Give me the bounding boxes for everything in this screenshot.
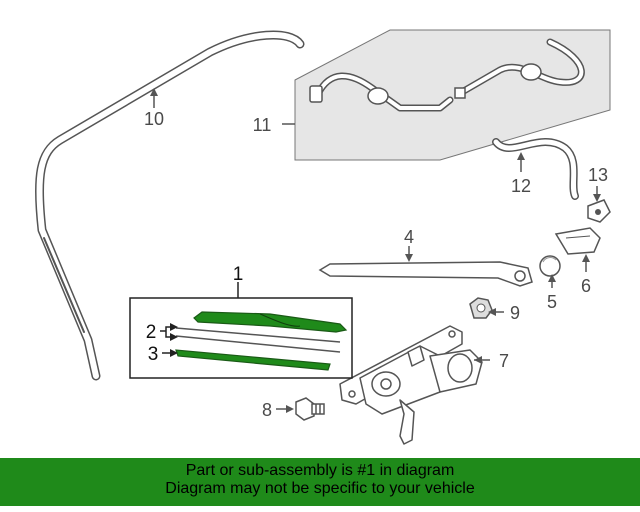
callout-label-9: 9 <box>510 303 520 323</box>
blade-assembly-box <box>129 297 353 379</box>
callout-label-11: 11 <box>253 115 272 135</box>
callout-label-2: 2 <box>146 322 157 343</box>
callout-label-13: 13 <box>588 165 608 185</box>
wiper-motor-7 <box>339 325 483 445</box>
callout-label-7: 7 <box>499 351 509 371</box>
blade-refill-3 <box>175 349 331 371</box>
banner-line-1: Part or sub-assembly is #1 in diagram <box>185 462 455 479</box>
washer-hose-10 <box>34 30 305 381</box>
callout-11: 11 <box>253 115 295 135</box>
callout-label-8: 8 <box>262 400 272 420</box>
hose-12 <box>492 138 579 200</box>
callout-label-10: 10 <box>144 109 164 129</box>
callout-label-5: 5 <box>547 292 557 312</box>
info-banner: Part or sub-assembly is #1 in diagram Di… <box>0 458 640 506</box>
callout-12: 12 <box>511 152 531 196</box>
callout-5: 5 <box>547 274 557 312</box>
parts-diagram: 10 11 12 13 <box>34 29 611 445</box>
callout-label-6: 6 <box>581 276 591 296</box>
callout-10: 10 <box>144 88 164 129</box>
callout-3: 3 <box>148 344 178 365</box>
wiper-arm-4 <box>318 261 533 287</box>
washer-nozzle-13 <box>587 199 611 223</box>
callout-13: 13 <box>588 165 608 202</box>
nut-9 <box>469 297 493 319</box>
hose-assembly-panel-11 <box>294 29 611 161</box>
callout-2: 2 <box>146 322 178 343</box>
callout-9: 9 <box>488 303 520 323</box>
callout-label-3: 3 <box>148 344 159 365</box>
wiper-blade-1 <box>193 311 348 333</box>
cap-5 <box>539 255 561 277</box>
callout-4: 4 <box>404 227 414 262</box>
blade-rail-2b <box>175 335 341 353</box>
callout-label-4: 4 <box>404 227 414 247</box>
callout-label-12: 12 <box>511 176 531 196</box>
callout-1: 1 <box>233 264 244 298</box>
callout-6: 6 <box>581 254 591 296</box>
callout-7: 7 <box>474 351 509 371</box>
bolt-8 <box>295 397 325 421</box>
callout-label-1: 1 <box>233 264 244 285</box>
arm-cover-6 <box>554 227 601 255</box>
blade-rail-2a <box>175 327 341 343</box>
callout-8: 8 <box>262 400 294 420</box>
banner-line-2: Diagram may not be specific to your vehi… <box>165 480 475 497</box>
